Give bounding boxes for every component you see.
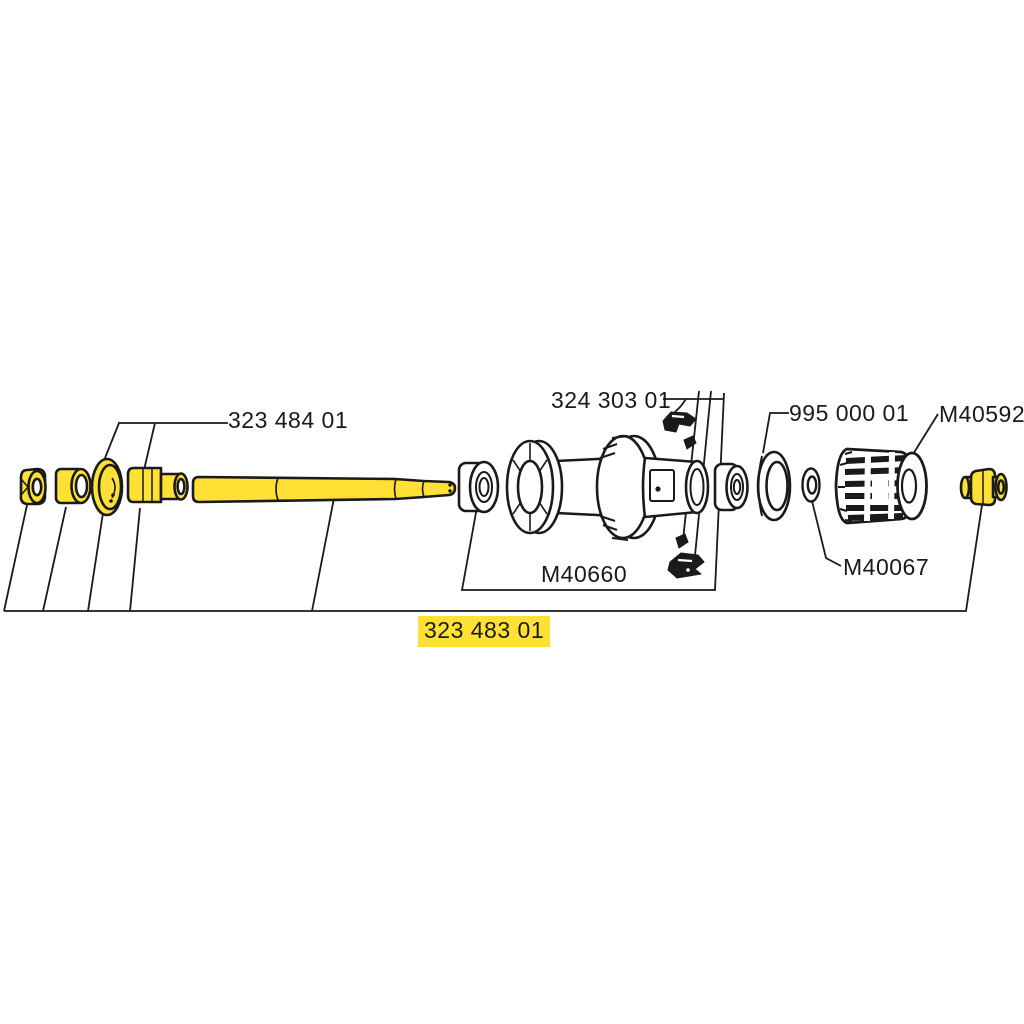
axle-shaft xyxy=(191,475,457,504)
pawl-spring-bottom xyxy=(675,533,689,549)
kit-bracket-323-483 xyxy=(3,492,983,612)
hub-bearing-left xyxy=(457,460,500,514)
label-dust-seal: 995 000 01 xyxy=(789,400,910,426)
spacer-washer xyxy=(801,467,821,503)
pawl-bottom xyxy=(667,552,705,579)
pawl-spring-top xyxy=(683,435,697,450)
axle-spacer xyxy=(54,467,92,505)
label-cone-adjuster-kit: 323 484 01 xyxy=(228,407,349,433)
axle-adjuster xyxy=(126,466,189,504)
hub-shell xyxy=(505,434,710,541)
axle-nut-left xyxy=(19,467,47,506)
label-freehub-body: M40592 xyxy=(939,401,1024,427)
pawl-top xyxy=(662,411,697,433)
freehub-body xyxy=(834,447,928,525)
dust-seal xyxy=(756,450,792,522)
leader-line-dust-seal xyxy=(762,412,789,454)
leader-lines-kit-323-484 xyxy=(104,422,228,471)
label-washer: M40067 xyxy=(843,554,930,580)
cone-cap xyxy=(90,457,124,517)
hub-bearing-right xyxy=(713,462,749,512)
axle-nut-right xyxy=(959,467,1008,507)
label-pawls-springs-kit: 324 303 01 xyxy=(551,387,672,413)
label-axle-kit: 323 483 01 xyxy=(418,616,551,647)
leader-line-washer xyxy=(811,500,842,567)
label-hub-assembly: M40660 xyxy=(541,561,628,587)
